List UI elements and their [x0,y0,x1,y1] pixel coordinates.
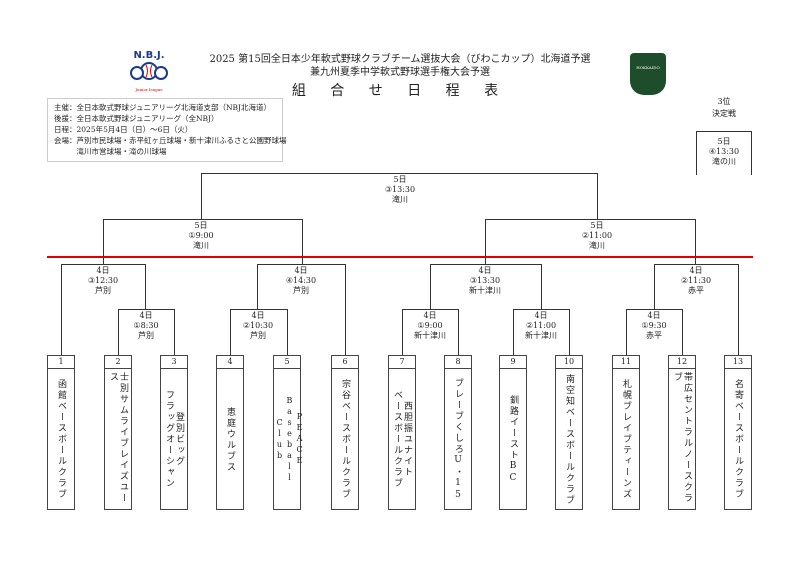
team-name: 札幌ブレイブティーンズ [621,372,631,507]
baseball-icon [130,62,168,80]
team-name: 名寄ベースボールクラブ [733,372,743,507]
page-title: 組 合 せ 日 程 表 [291,83,509,99]
team-box: 3 登別ビッグフラッグオーシャン [160,355,188,510]
team-number: 6 [332,356,358,369]
team-name-line: 名寄ベースボールクラブ [733,379,743,500]
team-name-line: 登別ビッグ [174,412,184,467]
team-name-line: ベースボールクラブ [392,390,402,489]
divider-red-line [47,256,753,258]
team-name: 南空知ベースボールクラブ [564,372,574,507]
team-name-line: Club [275,417,284,462]
team-box: 7 西胆振ユナイトベースボールクラブ [388,355,416,510]
team-name-line: 釧路イーストBC [508,394,518,485]
header-line2: 兼九州夏季中学軟式野球選手権大会予選 [310,67,490,78]
team-name-line: 函館ベースボールクラブ [56,379,66,500]
team-name-line: 帯広セントラルノースクラブ [672,372,692,504]
hokkaido-school-logo: HOKKAIDO [630,53,666,95]
team-number: 8 [445,356,471,369]
team-box: 13 名寄ベースボールクラブ [724,355,752,510]
team-box: 2 士別サムライブレイズユース [104,355,132,510]
info-organizer: 主催：全日本軟式野球ジュニアリーグ北海道支部（NBJ北海道） [54,103,272,112]
info-box: 主催：全日本軟式野球ジュニアリーグ北海道支部（NBJ北海道） 後援：全日本軟式野… [47,98,287,162]
team-name: 恵庭ウルブス [225,372,235,507]
team-name-line: 南空知ベースボールクラブ [564,373,574,506]
header-line1: 2025 第15回全日本少年軟式野球クラブチーム選抜大会（びわこカップ）北海道予… [209,54,591,65]
team-name: 西胆振ユナイトベースボールクラブ [392,372,412,507]
team-box: 4 恵庭ウルブス [216,355,244,510]
nbj-logo: N.B.J. Junior league [126,50,172,96]
team-name: 宗谷ベースボールクラブ [340,372,350,507]
team-name: 士別サムライブレイズユース [108,372,128,507]
team-number: 12 [669,356,695,369]
team-number: 11 [613,356,639,369]
team-number: 7 [389,356,415,369]
third-place-title: 3位決定戦 [712,97,736,118]
team-box: 12 帯広セントラルノースクラブ [668,355,696,510]
info-venues-2: 滝川市営球場・滝の川球場 [54,147,167,156]
team-name-line: ブレーブくしろU・15 [453,377,463,502]
team-name-line: 札幌ブレイブティーンズ [621,379,631,500]
team-name-line: フラッグオーシャン [164,390,174,489]
team-name-line: 恵庭ウルブス [225,406,235,473]
team-number: 1 [48,356,74,369]
info-venues: 会場：芦別市民球場・赤平虹ヶ丘球場・新十津川ふるさと公園野球場 [54,136,287,145]
team-box: 10 南空知ベースボールクラブ [555,355,583,510]
team-number: 5 [274,356,300,369]
team-number: 13 [725,356,751,369]
team-box: 9 釧路イーストBC [499,355,527,510]
team-box: 8 ブレーブくしろU・15 [444,355,472,510]
team-number: 9 [500,356,526,369]
team-name: 釧路イーストBC [508,372,518,507]
team-name: 函館ベースボールクラブ [56,372,66,507]
team-box: 6 宗谷ベースボールクラブ [331,355,359,510]
team-number: 10 [556,356,582,369]
team-box: 11 札幌ブレイブティーンズ [612,355,640,510]
team-number: 3 [161,356,187,369]
team-name: ブレーブくしろU・15 [453,372,463,507]
team-name: 帯広セントラルノースクラブ [672,372,692,507]
team-name-line: 西胆振ユナイト [402,401,412,478]
team-number: 4 [217,356,243,369]
team-box: 1 函館ベースボールクラブ [47,355,75,510]
info-dates: 日程：2025年5月4日（日）～6日（火） [54,125,193,134]
team-name-line: 士別サムライブレイズユース [108,372,128,504]
info-sponsor: 後援：全日本軟式野球ジュニアリーグ（全NBJ） [54,114,219,123]
team-name-line: PEACE [295,412,304,467]
team-name: 登別ビッグフラッグオーシャン [164,372,184,507]
team-number: 2 [105,356,131,369]
team-name-line: 宗谷ベースボールクラブ [340,379,350,500]
team-name-line: Baseball [285,395,294,484]
